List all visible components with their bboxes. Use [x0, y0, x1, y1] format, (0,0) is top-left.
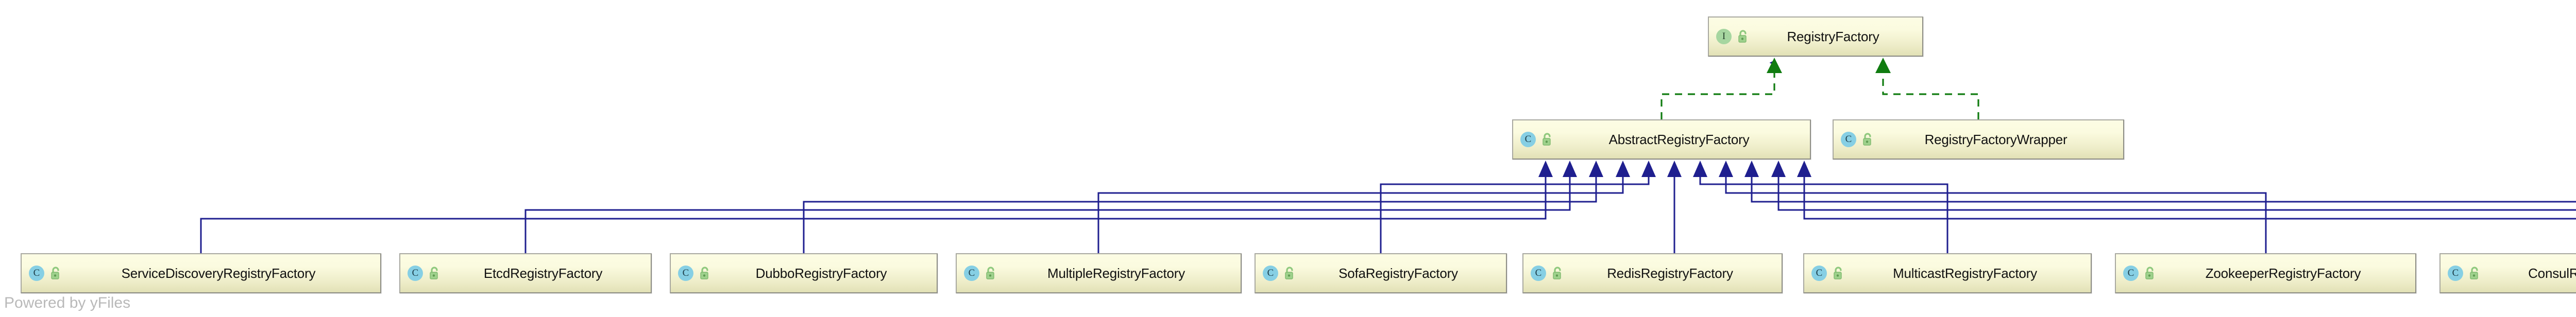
uml-node-dubbo-registry-factory[interactable]: C DubboRegistryFactory: [670, 253, 938, 293]
node-label: ZookeeperRegistryFactory: [2205, 265, 2361, 281]
yfiles-credit-label: Powered by yFiles: [4, 294, 131, 311]
public-unlock-icon: [1832, 266, 1844, 280]
edge-multiple-registry-factory: [1097, 166, 1624, 253]
node-icons: C: [1841, 132, 1874, 147]
class-icon: C: [964, 266, 979, 281]
realization-arrowheads: [1767, 58, 1891, 73]
arrowhead-inheritance-9: [1744, 161, 1759, 177]
node-label: SofaRegistryFactory: [1338, 265, 1458, 281]
arrowhead-inheritance-6: [1667, 161, 1682, 177]
node-label: MultipleRegistryFactory: [1047, 265, 1185, 281]
public-unlock-icon: [699, 266, 711, 280]
arrowhead-inheritance-5: [1641, 161, 1656, 177]
class-icon: C: [2123, 266, 2139, 281]
edge-abstract-registry-factory-deprecated: [1777, 166, 2576, 211]
uml-node-redis-registry-factory[interactable]: C RedisRegistryFactory: [1522, 253, 1783, 293]
uml-node-consul-registry-factory[interactable]: C ConsulRegistryFactory: [2439, 253, 2576, 293]
node-label: EtcdRegistryFactory: [483, 265, 603, 281]
node-icons: C: [2123, 266, 2156, 281]
uml-node-registry-factory[interactable]: I RegistryFactory: [1708, 16, 1923, 57]
arrowhead-inheritance-1: [1538, 161, 1553, 177]
arrowhead-inheritance-3: [1589, 161, 1603, 177]
uml-node-registry-factory-wrapper[interactable]: C RegistryFactoryWrapper: [1833, 119, 2124, 160]
public-unlock-icon: [1551, 266, 1564, 280]
class-icon: C: [1263, 266, 1278, 281]
arrowhead-inheritance-2: [1563, 161, 1577, 177]
node-icons: C: [1811, 266, 1844, 281]
uml-node-sofa-registry-factory[interactable]: C SofaRegistryFactory: [1255, 253, 1507, 293]
arrowhead-inheritance-4: [1616, 161, 1630, 177]
arrowhead-inheritance-8: [1719, 161, 1733, 177]
uml-node-zookeeper-registry-factory[interactable]: C ZookeeperRegistryFactory: [2115, 253, 2416, 293]
uml-node-etcd-registry-factory[interactable]: C EtcdRegistryFactory: [399, 253, 652, 293]
node-label: MulticastRegistryFactory: [1893, 265, 2037, 281]
class-icon: C: [408, 266, 423, 281]
class-icon: C: [678, 266, 693, 281]
class-icon: C: [1811, 266, 1827, 281]
node-icons: C: [1531, 266, 1564, 281]
node-icons: I: [1716, 29, 1749, 44]
node-label: ConsulRegistryFactory: [2528, 265, 2576, 281]
arrowhead-inheritance-7: [1693, 161, 1707, 177]
inheritance-arrowheads: [1538, 161, 1811, 177]
public-unlock-icon: [985, 266, 997, 280]
arrowhead-inheritance-10: [1771, 161, 1786, 177]
class-icon: C: [29, 266, 44, 281]
public-unlock-icon: [1541, 132, 1553, 147]
public-unlock-icon: [2144, 266, 2156, 280]
public-unlock-icon: [1737, 29, 1749, 44]
edge-nacos-registry-factory: [1803, 166, 2576, 220]
interface-icon: I: [1716, 29, 1732, 44]
uml-node-abstract-registry-factory[interactable]: C AbstractRegistryFactory: [1512, 119, 1811, 160]
node-icons: C: [678, 266, 711, 281]
node-label: RegistryFactory: [1787, 28, 1879, 44]
node-icons: C: [1263, 266, 1296, 281]
public-unlock-icon: [49, 266, 62, 280]
edge-etcd-registry-factory: [524, 166, 1571, 253]
class-icon: C: [1531, 266, 1546, 281]
node-label: RegistryFactoryWrapper: [1924, 131, 2067, 147]
edge-abstract-registry-factory-to-registry-factory: [1769, 60, 1775, 66]
inheritance-edges: [200, 166, 2576, 253]
arrowhead-realization-right: [1875, 58, 1891, 73]
class-icon: C: [1841, 132, 1856, 147]
class-icon: C: [2448, 266, 2463, 281]
uml-node-service-discovery-registry-factory[interactable]: C ServiceDiscoveryRegistryFactory: [21, 253, 381, 293]
node-label: DubboRegistryFactory: [755, 265, 887, 281]
arrowhead-inheritance-11: [1797, 161, 1811, 177]
node-icons: C: [964, 266, 997, 281]
node-icons: C: [1520, 132, 1553, 147]
public-unlock-icon: [428, 266, 440, 280]
uml-node-multiple-registry-factory[interactable]: C MultipleRegistryFactory: [956, 253, 1242, 293]
edge-consul-registry-factory: [1751, 166, 2576, 203]
uml-node-multicast-registry-factory[interactable]: C MulticastRegistryFactory: [1803, 253, 2092, 293]
node-label: RedisRegistryFactory: [1607, 265, 1733, 281]
public-unlock-icon: [2468, 266, 2481, 280]
node-label: ServiceDiscoveryRegistryFactory: [121, 265, 316, 281]
arrowhead-realization-left: [1767, 58, 1782, 73]
edge-zookeeper-registry-factory: [1725, 166, 2267, 253]
edge-registry-factory-wrapper-to-registry-factory-line: [1882, 61, 1979, 119]
node-icons: C: [408, 266, 440, 281]
node-icons: C: [2448, 266, 2481, 281]
realization-edges: [1660, 60, 1979, 119]
node-icons: C: [29, 266, 62, 281]
public-unlock-icon: [1861, 132, 1874, 147]
node-label: AbstractRegistryFactory: [1608, 131, 1750, 147]
class-icon: C: [1520, 132, 1536, 147]
public-unlock-icon: [1283, 266, 1296, 280]
edge-abstract-registry-factory-to-registry-factory-line: [1660, 61, 1775, 119]
